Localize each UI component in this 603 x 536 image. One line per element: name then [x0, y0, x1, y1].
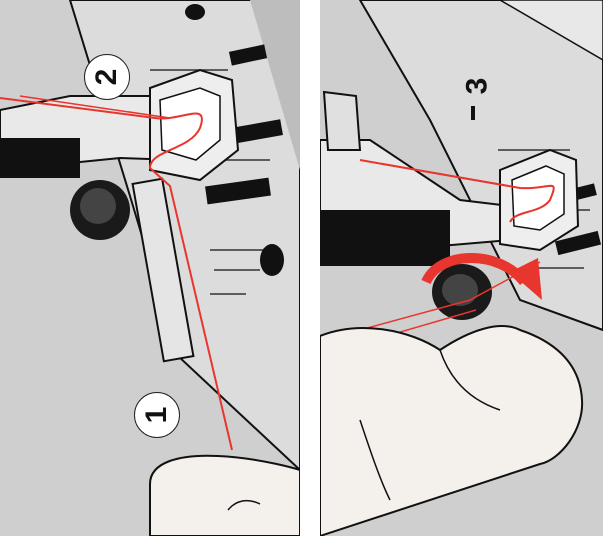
step-badge-2: 2	[84, 54, 130, 100]
thread-guide-icon	[324, 92, 360, 150]
presser-shadow	[320, 210, 450, 266]
finger-icon	[150, 456, 300, 536]
step-label-3-dash	[471, 106, 475, 120]
step-label-3: 3	[460, 78, 494, 95]
left-panel: 2 1	[0, 0, 300, 536]
tension-knob-center	[80, 188, 116, 224]
screw-hole	[185, 4, 205, 20]
screw-hole	[260, 244, 284, 276]
step-badge-1: 1	[134, 392, 180, 438]
presser-shadow	[0, 138, 80, 178]
left-illustration	[0, 0, 300, 536]
tension-knob-center	[442, 274, 478, 306]
